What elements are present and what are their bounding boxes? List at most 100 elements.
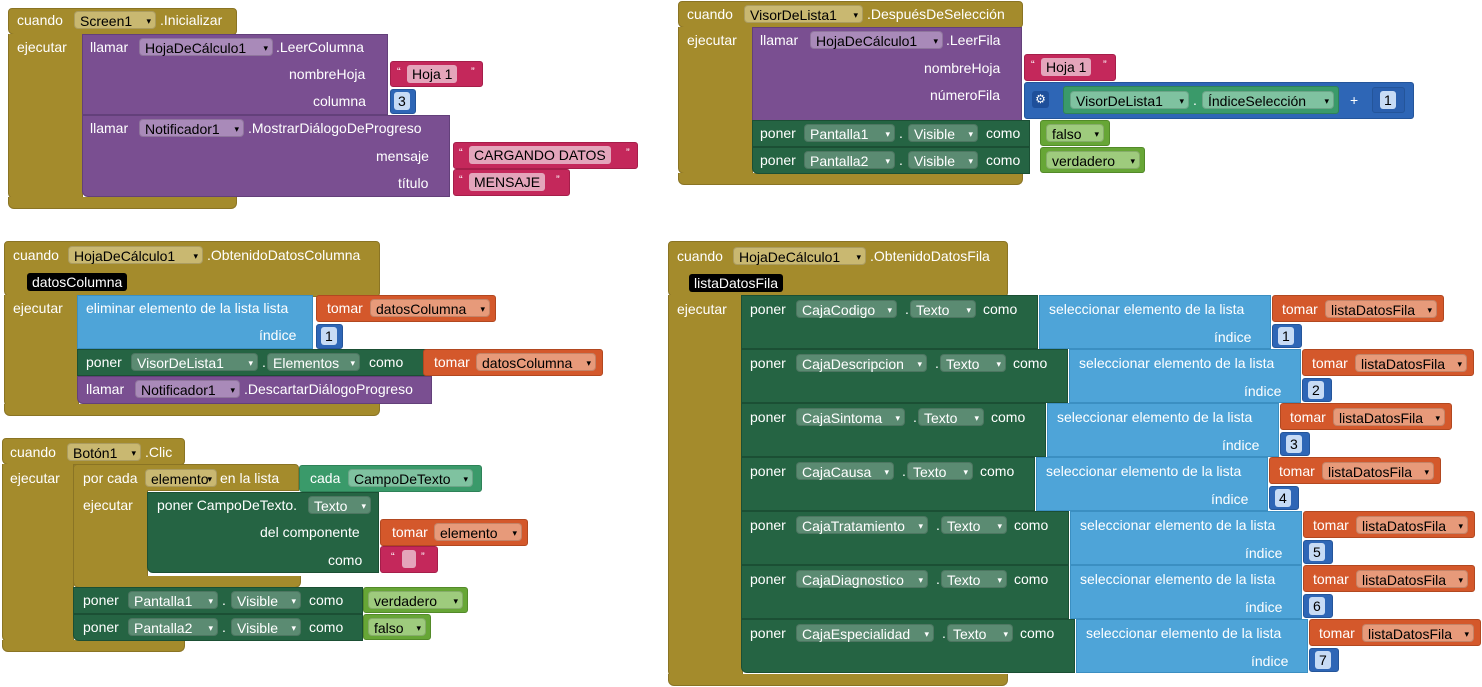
- setter-property-dropdown[interactable]: Texto: [941, 570, 1007, 589]
- setter-property-dropdown[interactable]: Texto: [910, 300, 976, 319]
- setter-component-dropdown[interactable]: CajaCausa: [796, 462, 894, 481]
- variable-dropdown[interactable]: datosColumna: [370, 299, 490, 318]
- procedure-component-dropdown[interactable]: Notificador1: [139, 119, 244, 138]
- component-dropdown[interactable]: VisorDeLista1: [744, 5, 863, 24]
- component-dropdown[interactable]: HojaDeCálculo1: [733, 247, 866, 266]
- text-field[interactable]: Hoja 1: [407, 65, 458, 83]
- select-list-item-block[interactable]: [1070, 511, 1302, 565]
- select-list-item-block[interactable]: [1069, 349, 1301, 403]
- select-list-item-block[interactable]: [1076, 619, 1308, 673]
- llamar-label: llamar: [760, 32, 799, 48]
- setter-property-dropdown[interactable]: Texto: [907, 462, 973, 481]
- component-dropdown[interactable]: HojaDeCálculo1: [68, 246, 203, 265]
- getter-property-dropdown[interactable]: ÍndiceSelección: [1202, 91, 1334, 110]
- component-type-dropdown[interactable]: CampoDeTexto: [348, 469, 473, 488]
- variable-dropdown[interactable]: listaDatosFila: [1325, 300, 1437, 319]
- event-parameter[interactable]: datosColumna: [27, 273, 128, 291]
- setter-component-dropdown[interactable]: CajaDiagnostico: [796, 570, 928, 589]
- set-pantalla2-visible[interactable]: [73, 614, 363, 641]
- getter-component-dropdown[interactable]: VisorDeLista1: [1070, 91, 1189, 110]
- setter-property-dropdown[interactable]: Texto: [941, 516, 1007, 535]
- select-list-item-block[interactable]: [1036, 457, 1268, 511]
- setter-property-dropdown[interactable]: Texto: [308, 496, 371, 515]
- select-label: seleccionar elemento de la lista: [1080, 571, 1276, 587]
- arg-label: númeroFila: [930, 87, 1001, 103]
- setter-component-dropdown[interactable]: Pantalla2: [128, 618, 218, 637]
- cuando-label: cuando: [687, 6, 733, 22]
- text-field[interactable]: MENSAJE: [469, 173, 546, 191]
- foreach-variable[interactable]: elemento: [145, 469, 217, 488]
- setter-property-dropdown[interactable]: Texto: [947, 624, 1013, 643]
- variable-dropdown[interactable]: listaDatosFila: [1355, 354, 1467, 373]
- empty-text-field[interactable]: [402, 550, 416, 568]
- variable-dropdown[interactable]: listaDatosFila: [1322, 462, 1434, 481]
- procedure-method: .LeerFila: [946, 32, 1001, 48]
- set-pantalla1-visible[interactable]: [73, 587, 363, 614]
- variable-dropdown[interactable]: listaDatosFila: [1356, 516, 1468, 535]
- gear-icon[interactable]: ⚙: [1032, 91, 1049, 108]
- select-label: seleccionar elemento de la lista: [1046, 463, 1242, 479]
- setter-property-dropdown[interactable]: Visible: [908, 124, 978, 143]
- setter-component-dropdown[interactable]: Pantalla2: [804, 151, 895, 170]
- procedure-component-dropdown[interactable]: HojaDeCálculo1: [139, 38, 273, 57]
- cuando-label: cuando: [17, 12, 63, 28]
- number-field[interactable]: 2: [1308, 381, 1324, 399]
- setter-property-dropdown[interactable]: Texto: [918, 408, 984, 427]
- number-field[interactable]: 1: [1278, 327, 1294, 345]
- setter-component-dropdown[interactable]: CajaTratamiento: [796, 516, 928, 535]
- event-body: [2, 464, 74, 642]
- remove-list-item-block[interactable]: [77, 295, 313, 349]
- setter-component-dropdown[interactable]: CajaDescripcion: [796, 354, 927, 373]
- setter-property-dropdown[interactable]: Texto: [940, 354, 1006, 373]
- event-footer: [2, 640, 185, 652]
- event-name: .ObtenidoDatosColumna: [207, 247, 361, 263]
- event-body: [4, 295, 79, 407]
- number-field[interactable]: 6: [1309, 597, 1325, 615]
- call-leercolumna-block[interactable]: [82, 34, 388, 115]
- procedure-component-dropdown[interactable]: Notificador1: [135, 380, 240, 399]
- procedure-component-dropdown[interactable]: HojaDeCálculo1: [810, 31, 943, 50]
- logic-dropdown[interactable]: falso: [368, 618, 426, 637]
- select-label: seleccionar elemento de la lista: [1080, 517, 1276, 533]
- logic-dropdown[interactable]: falso: [1046, 124, 1104, 143]
- setter-component-dropdown[interactable]: Pantalla1: [804, 124, 895, 143]
- number-field[interactable]: 5: [1309, 543, 1325, 561]
- select-list-item-block[interactable]: [1070, 565, 1302, 619]
- remove-label: eliminar elemento de la lista lista: [86, 300, 289, 316]
- select-list-item-block[interactable]: [1047, 403, 1279, 457]
- setter-property-dropdown[interactable]: Visible: [231, 618, 301, 637]
- setter-component-dropdown[interactable]: CajaCodigo: [796, 300, 897, 319]
- event-body: [8, 34, 83, 199]
- logic-dropdown[interactable]: verdadero: [368, 591, 463, 610]
- number-field[interactable]: 1: [1380, 91, 1396, 109]
- component-dropdown[interactable]: Screen1: [74, 11, 156, 30]
- number-field[interactable]: 3: [1286, 435, 1302, 453]
- variable-dropdown[interactable]: listaDatosFila: [1356, 570, 1468, 589]
- procedure-method: .MostrarDiálogoDeProgreso: [248, 120, 422, 136]
- cuando-label: cuando: [10, 444, 56, 460]
- select-list-item-block[interactable]: [1039, 295, 1271, 349]
- text-field[interactable]: Hoja 1: [1041, 58, 1092, 76]
- number-field[interactable]: 1: [321, 327, 337, 345]
- event-parameter[interactable]: listaDatosFila: [689, 274, 784, 292]
- setter-component-dropdown[interactable]: CajaSintoma: [796, 408, 905, 427]
- setter-component-dropdown[interactable]: Pantalla1: [128, 591, 218, 610]
- text-field[interactable]: CARGANDO DATOS: [469, 146, 611, 164]
- component-dropdown[interactable]: Botón1: [67, 443, 141, 462]
- variable-dropdown[interactable]: listaDatosFila: [1362, 624, 1474, 643]
- setter-component-dropdown[interactable]: VisorDeLista1: [131, 353, 258, 372]
- logic-dropdown[interactable]: verdadero: [1046, 151, 1140, 170]
- variable-dropdown[interactable]: elemento: [434, 523, 522, 542]
- number-field[interactable]: 4: [1275, 489, 1291, 507]
- arg-label: mensaje: [376, 148, 429, 164]
- number-field[interactable]: 3: [394, 92, 410, 110]
- setter-property-dropdown[interactable]: Elementos: [267, 353, 360, 372]
- setter-property-dropdown[interactable]: Visible: [231, 591, 301, 610]
- variable-dropdown[interactable]: datosColumna: [476, 353, 596, 372]
- event-name: .DespuésDeSelección: [867, 6, 1005, 22]
- setter-property-dropdown[interactable]: Visible: [908, 151, 978, 170]
- arg-label: nombreHoja: [924, 60, 1001, 76]
- variable-dropdown[interactable]: listaDatosFila: [1333, 408, 1445, 427]
- number-field[interactable]: 7: [1315, 651, 1331, 669]
- setter-component-dropdown[interactable]: CajaEspecialidad: [796, 624, 934, 643]
